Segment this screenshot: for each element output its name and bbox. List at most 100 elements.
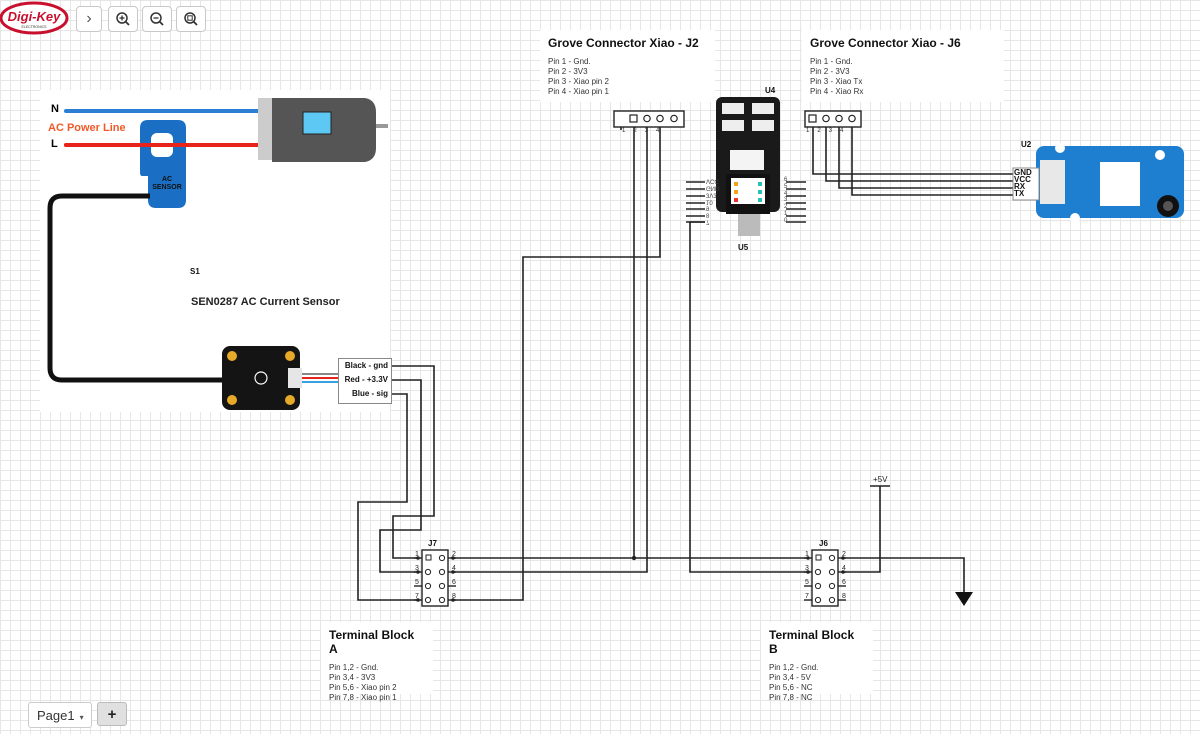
grove-pin: 4	[656, 128, 660, 134]
note-line: Pin 4 - Xiao Rx	[810, 87, 864, 96]
grove-j6-pin-numbers: 1 2 3 4	[806, 128, 843, 134]
note-line: Pin 1,2 - Gnd.	[769, 663, 819, 672]
plus5v-label: +5V	[873, 475, 888, 484]
zoom-fit-button[interactable]	[176, 6, 206, 32]
xiao-pin: 6	[784, 177, 788, 183]
add-page-button[interactable]: +	[97, 702, 127, 726]
sensor-wire-labels: Black - gnd Red - +3.3V Blue - sig	[338, 358, 392, 404]
logo-text: Digi-Key	[8, 9, 62, 24]
logo-subtext: ELECTRONICS	[22, 25, 48, 29]
grove-j2-pin-numbers: 1 2 3 4	[622, 128, 659, 134]
note-line: Pin 3,4 - 5V	[769, 673, 811, 682]
chevron-right-icon: ›	[86, 10, 92, 27]
xiao-board	[716, 97, 780, 236]
note-line: Pin 3,4 - 3V3	[329, 673, 376, 682]
zoom-in-button[interactable]	[108, 6, 138, 32]
junction-dot	[631, 555, 637, 561]
note-line: Pin 2 - 3V3	[548, 67, 588, 76]
grove-pin: 4	[840, 128, 844, 134]
motor-shaft	[376, 124, 388, 128]
terminal-pin: 8	[452, 593, 456, 600]
wire-blue-sig	[357, 393, 418, 601]
terminal-pin: 2	[452, 551, 456, 558]
wire-black-gnd	[392, 365, 435, 559]
grove-pin: 2	[817, 128, 821, 134]
note-line: Pin 1,2 - Gnd.	[329, 663, 379, 672]
sensor-ref: S1	[190, 267, 200, 276]
u2-label: U2	[1021, 140, 1032, 149]
clamp-label: AC SENSOR	[150, 176, 184, 192]
neutral-label: N	[51, 103, 59, 115]
page-select-label: Page1	[37, 707, 75, 723]
zoom-out-button[interactable]	[142, 6, 172, 32]
grove-pin: 3	[644, 128, 649, 134]
terminal-pin: 3	[805, 565, 809, 572]
clamp-label-line: AC	[161, 176, 173, 183]
u2-pin: GND	[1014, 168, 1032, 177]
power-line-label: AC Power Line	[48, 122, 126, 134]
u2-pin-labels: GND VCC RX TX	[1014, 168, 1032, 198]
note-terminal-b: Terminal Block B Pin 1,2 - Gnd. Pin 3,4 …	[761, 622, 873, 702]
j7-right-pin-numbers: 2 4 6 8	[452, 548, 456, 604]
wire-u2-rx	[838, 118, 1013, 189]
note-terminal-a: Terminal Block A Pin 1,2 - Gnd. Pin 3,4 …	[321, 622, 433, 702]
sensor-module	[222, 346, 300, 410]
motor-endcap	[258, 98, 272, 160]
digikey-logo[interactable]: Digi-Key ELECTRONICS	[0, 0, 70, 36]
xiao-pin: 3V3	[706, 191, 717, 198]
terminal-pin: 6	[842, 579, 846, 586]
grove-pin: 1	[622, 128, 626, 134]
live-label: L	[51, 138, 58, 150]
xiao-pin-stubs	[686, 181, 806, 223]
u2-pin: RX	[1014, 182, 1026, 191]
terminal-pin: 3	[415, 565, 419, 572]
wire-3v3-j2	[452, 118, 648, 573]
note-title: Grove Connector Xiao - J6	[810, 36, 961, 50]
note-line: Pin 7,8 - Xiao pin 1	[329, 693, 397, 702]
xiao-pin: 8	[706, 211, 710, 218]
terminal-pin: 7	[415, 593, 419, 600]
clamp-label-line: SENSOR	[152, 184, 182, 191]
u4-label: U4	[765, 86, 776, 95]
terminal-pin: 7	[805, 593, 809, 600]
xiao-pin: 4	[784, 190, 788, 197]
note-line: Pin 1 - Gnd.	[548, 57, 591, 66]
xiao-pin: 3	[784, 197, 788, 204]
grove-connector-j2	[613, 110, 685, 128]
terminal-pin: 1	[805, 551, 809, 558]
terminal-pin: 8	[842, 593, 846, 600]
page-select[interactable]: Page1 ▾	[28, 702, 92, 728]
ground-icon	[955, 592, 973, 606]
terminal-block-j6	[804, 549, 846, 607]
note-line: Pin 3 - Xiao pin 2	[548, 77, 609, 86]
terminal-pin: 2	[842, 551, 846, 558]
xiao-pin: 1	[784, 210, 788, 217]
u5-label: U5	[738, 243, 749, 252]
note-title: Terminal Block B	[769, 628, 855, 656]
wire-j6-gnd	[842, 557, 965, 592]
terminal-pin: 4	[842, 565, 846, 572]
xiao-pin: 7	[706, 218, 710, 225]
xiao-pin: 0	[784, 217, 788, 224]
note-title: Terminal Block A	[329, 628, 415, 656]
wire-label-blue: Blue - sig	[351, 389, 388, 398]
motor-label	[302, 111, 332, 135]
sensor-name: SEN0287 AC Current Sensor	[191, 296, 340, 308]
note-title: Grove Connector Xiao - J2	[548, 36, 699, 50]
u2-grove-board	[1012, 143, 1184, 223]
u2-pin: TX	[1014, 189, 1025, 198]
xiao-pin: 5	[784, 183, 788, 190]
next-button[interactable]: ›	[76, 6, 102, 32]
zoom-fit-icon	[184, 12, 198, 26]
xiao-left-pin-labels: 7 8 9 10 3V3 GND VCC	[706, 177, 719, 225]
j7-left-pin-numbers: 1 3 5 7	[415, 548, 419, 604]
terminal-pin: 1	[415, 551, 419, 558]
note-grove-j6: Grove Connector Xiao - J6 Pin 1 - Gnd. P…	[802, 30, 1004, 102]
terminal-block-j7	[414, 549, 456, 607]
sensor-cable	[47, 193, 224, 383]
grove-pin: 3	[828, 128, 833, 134]
xiao-pin: GND	[706, 184, 720, 191]
grove-pin: 2	[633, 128, 637, 134]
wire-j6-5v	[842, 486, 881, 573]
